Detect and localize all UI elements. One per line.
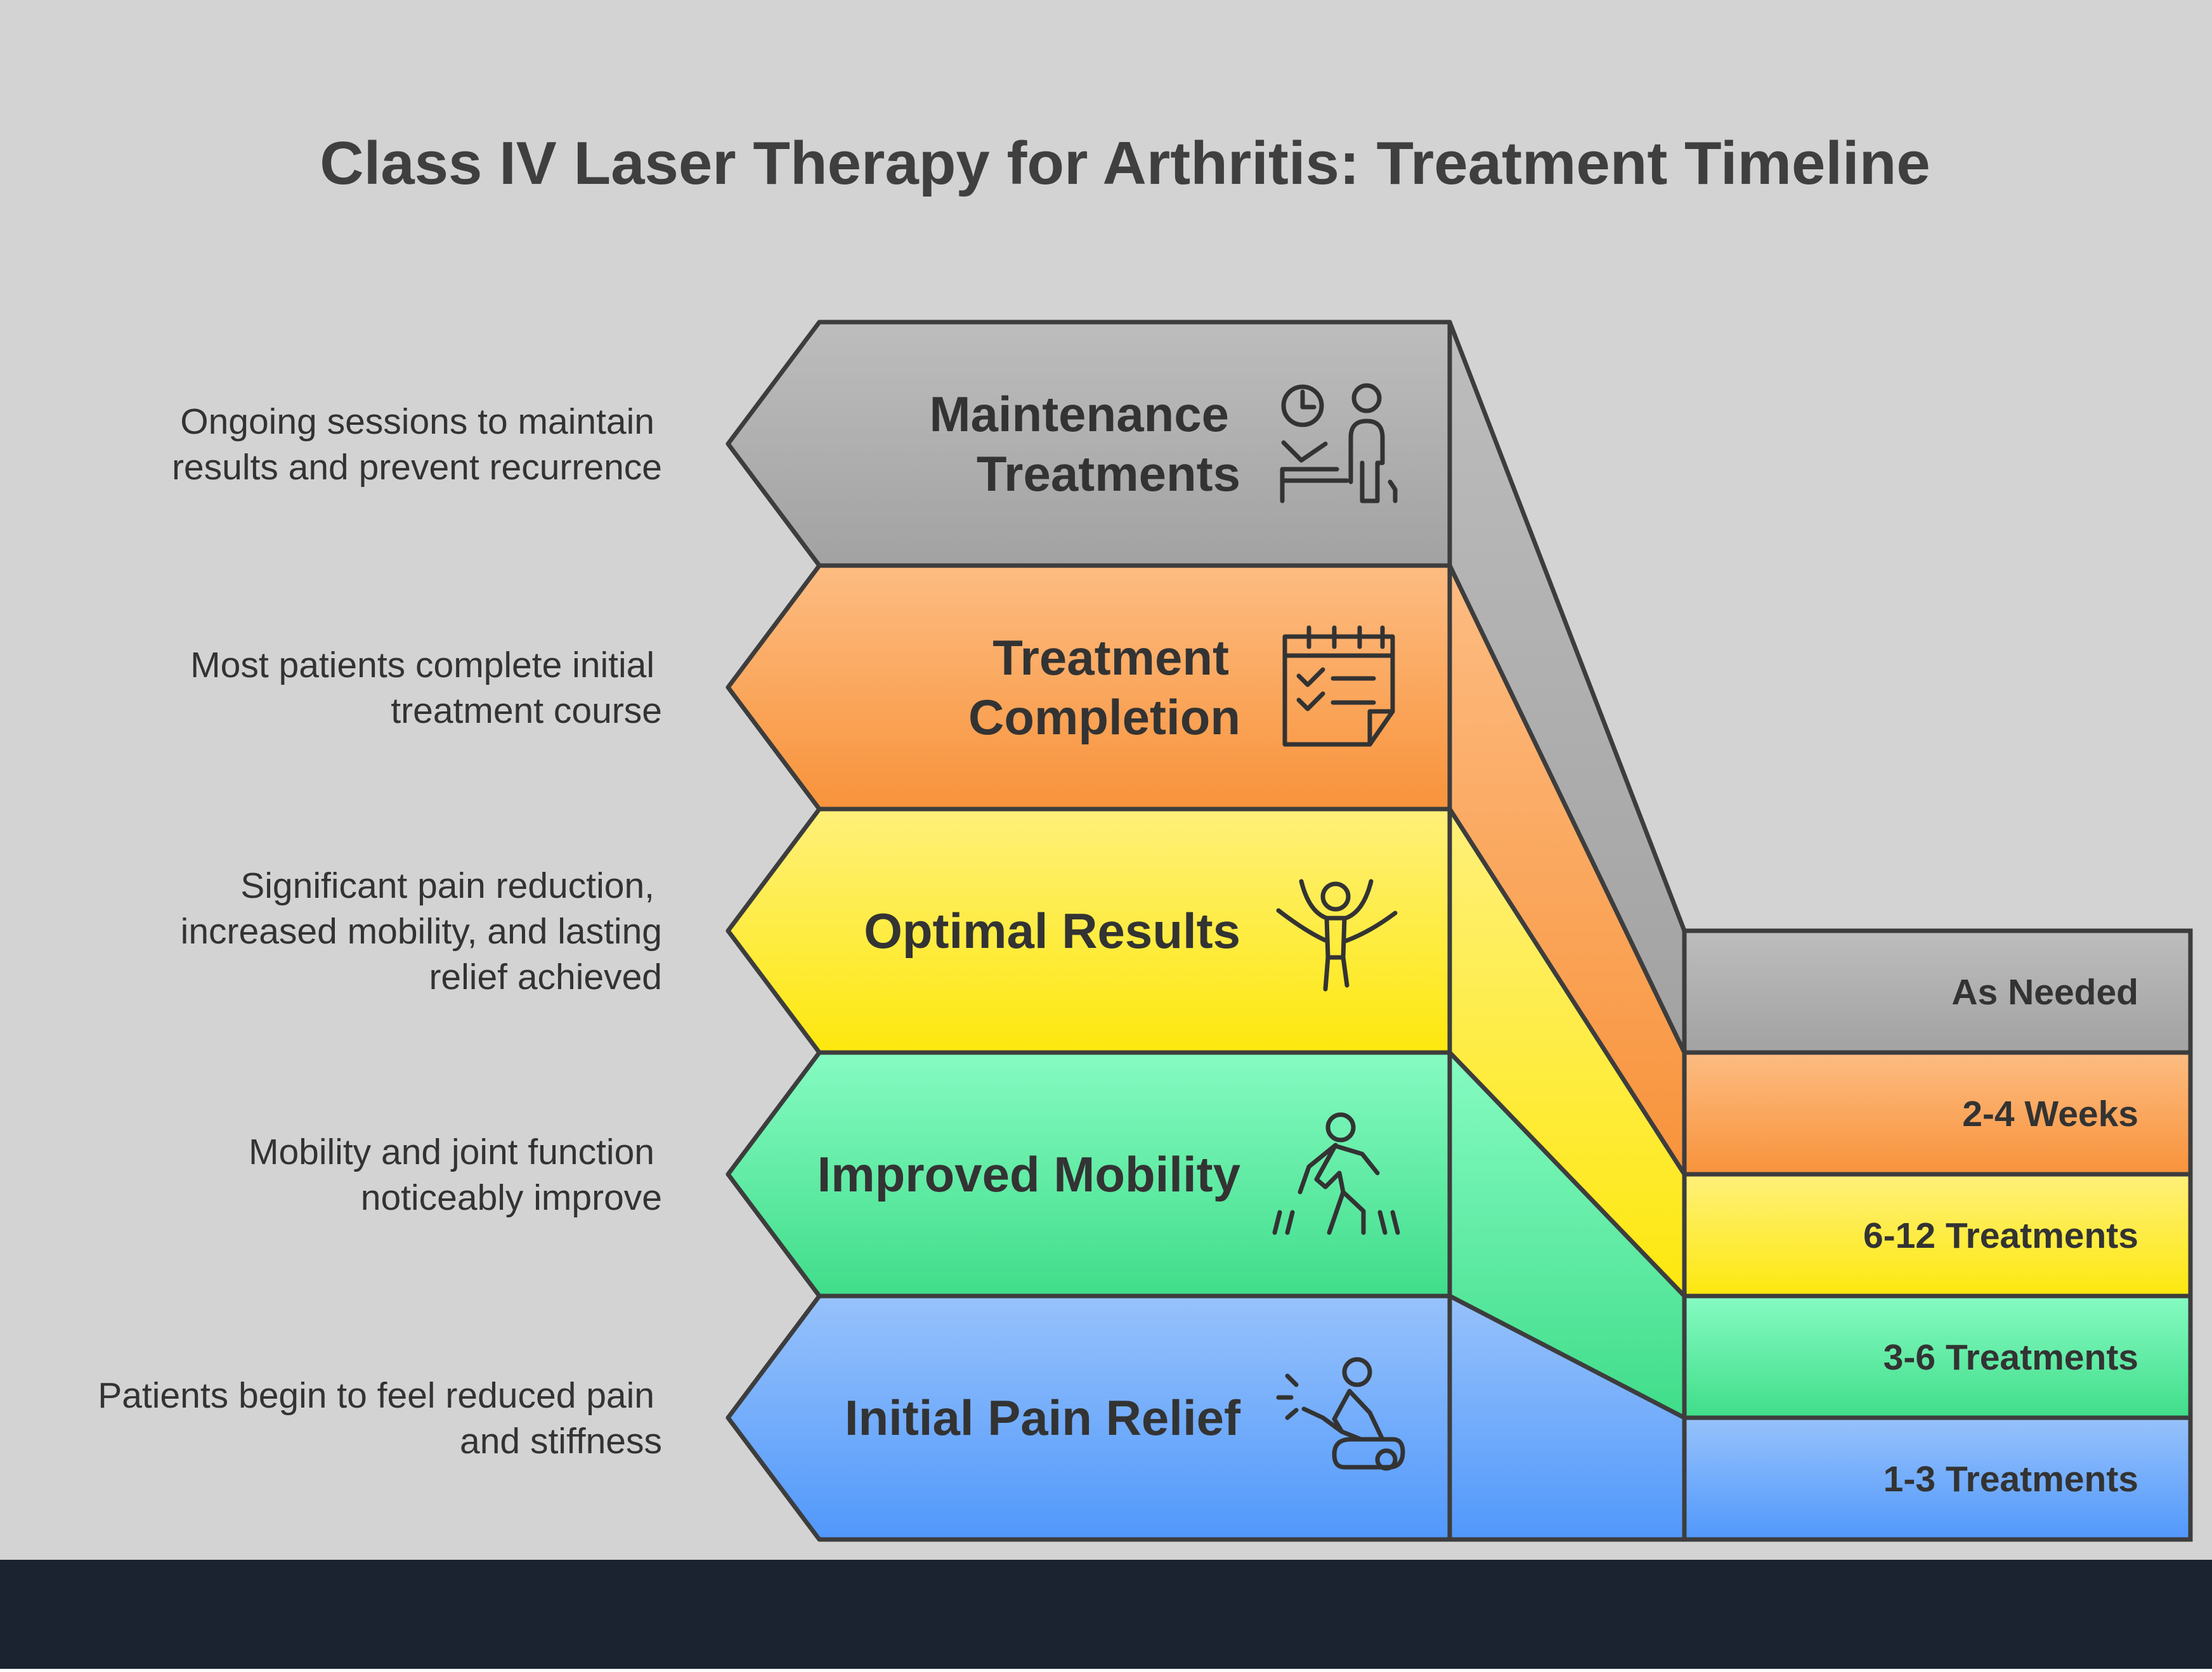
stage-label-line: Initial Pain Relief — [845, 1390, 1241, 1446]
stage-block-treatment-completion — [725, 563, 1452, 812]
duration-layer — [1682, 928, 2193, 1542]
description-line: results and prevent recurrence — [172, 447, 662, 488]
description-line: relief achieved — [429, 957, 662, 997]
stage-label-line: Completion — [968, 689, 1240, 745]
duration-box-initial-pain-relief — [1682, 1415, 2193, 1542]
stage-description-maintenance-treatments: Ongoing sessions to maintain results and … — [172, 401, 662, 488]
duration-label-maintenance-treatments: As Needed — [1951, 972, 2138, 1013]
duration-label-treatment-completion: 2-4 Weeks — [1962, 1094, 2138, 1134]
description-line: Mobility and joint function — [249, 1132, 654, 1172]
stage-label-line: Treatments — [977, 446, 1240, 502]
duration-box-improved-mobility — [1682, 1293, 2193, 1420]
stage-label-optimal-results: Optimal Results — [864, 903, 1240, 959]
icon-layer — [1272, 383, 1405, 1471]
victory-finish-line-icon — [1276, 879, 1398, 992]
therapist-patient-clock-icon — [1280, 383, 1398, 503]
duration-box-maintenance-treatments — [1682, 928, 2193, 1055]
footer-bar — [0, 1560, 2212, 1669]
description-line: Most patients complete initial — [190, 645, 654, 685]
description-line: treatment course — [391, 690, 662, 731]
stage-label-line: Optimal Results — [864, 903, 1240, 959]
chevron-layer — [725, 320, 1452, 1542]
walking-person-icon — [1272, 1112, 1400, 1235]
description-line: noticeably improve — [361, 1177, 662, 1218]
stage-label-improved-mobility: Improved Mobility — [817, 1146, 1240, 1202]
duration-label-optimal-results: 6-12 Treatments — [1863, 1215, 2138, 1256]
description-line: Ongoing sessions to maintain — [180, 401, 654, 442]
calendar-checklist-icon — [1282, 625, 1395, 747]
duration-box-treatment-completion — [1682, 1050, 2193, 1177]
duration-box-optimal-results — [1682, 1172, 2193, 1299]
duration-label-improved-mobility: 3-6 Treatments — [1883, 1337, 2138, 1378]
stage-description-optimal-results: Significant pain reduction, increased mob… — [181, 865, 662, 997]
stage-block-maintenance-treatments — [725, 320, 1452, 568]
stage-label-initial-pain-relief: Initial Pain Relief — [845, 1390, 1241, 1446]
stage-description-improved-mobility: Mobility and joint function noticeably im… — [249, 1132, 662, 1218]
kneeling-pain-relief-icon — [1276, 1357, 1405, 1471]
stage-description-treatment-completion: Most patients complete initial treatment … — [190, 645, 662, 731]
stage-label-line: Improved Mobility — [817, 1146, 1240, 1202]
stage-block-initial-pain-relief — [725, 1293, 1452, 1542]
description-line: increased mobility, and lasting — [181, 911, 662, 952]
stage-label-line: Treatment — [992, 630, 1229, 685]
duration-label-initial-pain-relief: 1-3 Treatments — [1883, 1459, 2138, 1500]
page-title: Class IV Laser Therapy for Arthritis: Tr… — [320, 129, 1930, 197]
description-line: Significant pain reduction, — [240, 865, 654, 906]
description-line: Patients begin to feel reduced pain — [98, 1375, 654, 1416]
description-line: and stiffness — [460, 1421, 662, 1461]
stage-label-line: Maintenance — [930, 386, 1229, 442]
stage-description-initial-pain-relief: Patients begin to feel reduced pain and s… — [98, 1375, 662, 1461]
